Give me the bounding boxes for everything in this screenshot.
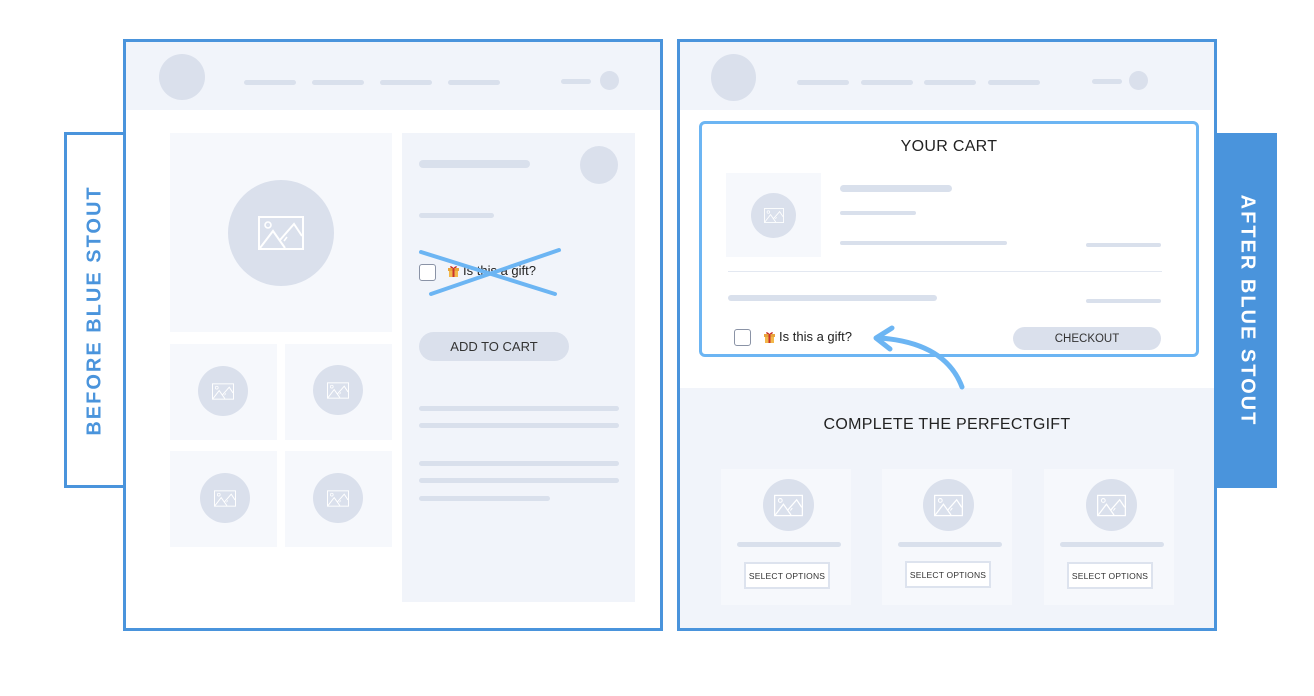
recommendation-card: SELECT OPTIONS	[882, 469, 1012, 605]
description-line	[419, 406, 619, 411]
cart-icon-placeholder[interactable]	[1129, 71, 1148, 90]
image-placeholder-icon	[313, 473, 363, 523]
cart-item-price-placeholder	[1086, 243, 1161, 247]
subtotal-label-placeholder	[728, 295, 937, 301]
gift-checkbox[interactable]	[419, 264, 436, 281]
gift-checkbox[interactable]	[734, 329, 751, 346]
nav-link-placeholder[interactable]	[797, 80, 849, 85]
site-header	[680, 42, 1214, 110]
thumbnail-image[interactable]	[170, 451, 277, 547]
description-line	[419, 461, 619, 466]
wishlist-icon-placeholder[interactable]	[580, 146, 618, 184]
annotation-arrow-icon	[873, 325, 965, 390]
after-window: YOUR CART Is this a gift? CHECKOUT COMPL…	[677, 39, 1217, 631]
before-label-text: BEFORE BLUE STOUT	[84, 184, 106, 436]
account-link-placeholder[interactable]	[1092, 79, 1122, 84]
site-header	[126, 42, 660, 110]
cart-drawer: YOUR CART Is this a gift? CHECKOUT	[699, 121, 1199, 357]
cart-item-variant-placeholder	[840, 211, 916, 215]
cart-item-image	[726, 173, 821, 257]
thumbnail-image[interactable]	[285, 344, 392, 440]
nav-link-placeholder[interactable]	[312, 80, 364, 85]
recommendation-card: SELECT OPTIONS	[1044, 469, 1174, 605]
product-name-placeholder	[1060, 542, 1164, 547]
gift-icon	[764, 331, 775, 343]
image-placeholder-icon	[313, 365, 363, 415]
recommendations-section: COMPLETE THE PERFECTGIFT SELECT OPTIONS …	[680, 388, 1214, 628]
main-product-image	[170, 133, 392, 332]
nav-link-placeholder[interactable]	[861, 80, 913, 85]
logo-placeholder	[159, 54, 205, 100]
select-options-button[interactable]: SELECT OPTIONS	[1067, 562, 1153, 589]
gift-checkbox-label: Is this a gift?	[764, 329, 852, 344]
nav-link-placeholder[interactable]	[380, 80, 432, 85]
description-line	[419, 496, 550, 501]
product-name-placeholder	[898, 542, 1002, 547]
after-label-tab: AFTER BLUE STOUT	[1216, 133, 1277, 488]
thumbnail-image[interactable]	[170, 344, 277, 440]
select-options-button[interactable]: SELECT OPTIONS	[744, 562, 830, 589]
image-placeholder-icon	[1086, 479, 1137, 531]
checkout-button[interactable]: CHECKOUT	[1013, 327, 1161, 350]
nav-link-placeholder[interactable]	[924, 80, 976, 85]
image-placeholder-icon	[200, 473, 250, 523]
nav-link-placeholder[interactable]	[244, 80, 296, 85]
image-placeholder-icon	[228, 180, 334, 286]
image-placeholder-icon	[763, 479, 814, 531]
product-name-placeholder	[737, 542, 841, 547]
image-placeholder-icon	[198, 366, 248, 416]
image-placeholder-icon	[751, 193, 796, 238]
thumbnail-image[interactable]	[285, 451, 392, 547]
nav-link-placeholder[interactable]	[448, 80, 500, 85]
cross-out-mark	[419, 248, 561, 296]
after-label-text: AFTER BLUE STOUT	[1236, 194, 1259, 427]
description-line	[419, 423, 619, 428]
select-options-button[interactable]: SELECT OPTIONS	[905, 561, 991, 588]
price-placeholder	[419, 213, 494, 218]
nav-link-placeholder[interactable]	[988, 80, 1040, 85]
cart-item-title-placeholder	[840, 185, 952, 192]
account-link-placeholder[interactable]	[561, 79, 591, 84]
description-line	[419, 478, 619, 483]
cart-icon-placeholder[interactable]	[600, 71, 619, 90]
image-placeholder-icon	[923, 479, 974, 531]
before-label-tab: BEFORE BLUE STOUT	[64, 132, 124, 488]
before-window: Is this a gift? ADD TO CART	[123, 39, 663, 631]
cart-divider	[728, 271, 1162, 272]
recommendation-card: SELECT OPTIONS	[721, 469, 851, 605]
product-info-panel: Is this a gift? ADD TO CART	[402, 133, 635, 602]
logo-placeholder	[711, 54, 756, 101]
cart-title: YOUR CART	[900, 138, 998, 155]
recommendations-title: COMPLETE THE PERFECTGIFT	[823, 416, 1071, 433]
subtotal-value-placeholder	[1086, 299, 1161, 303]
add-to-cart-button[interactable]: ADD TO CART	[419, 332, 569, 361]
cart-item-qty-placeholder	[840, 241, 1007, 245]
product-title-placeholder	[419, 160, 530, 168]
